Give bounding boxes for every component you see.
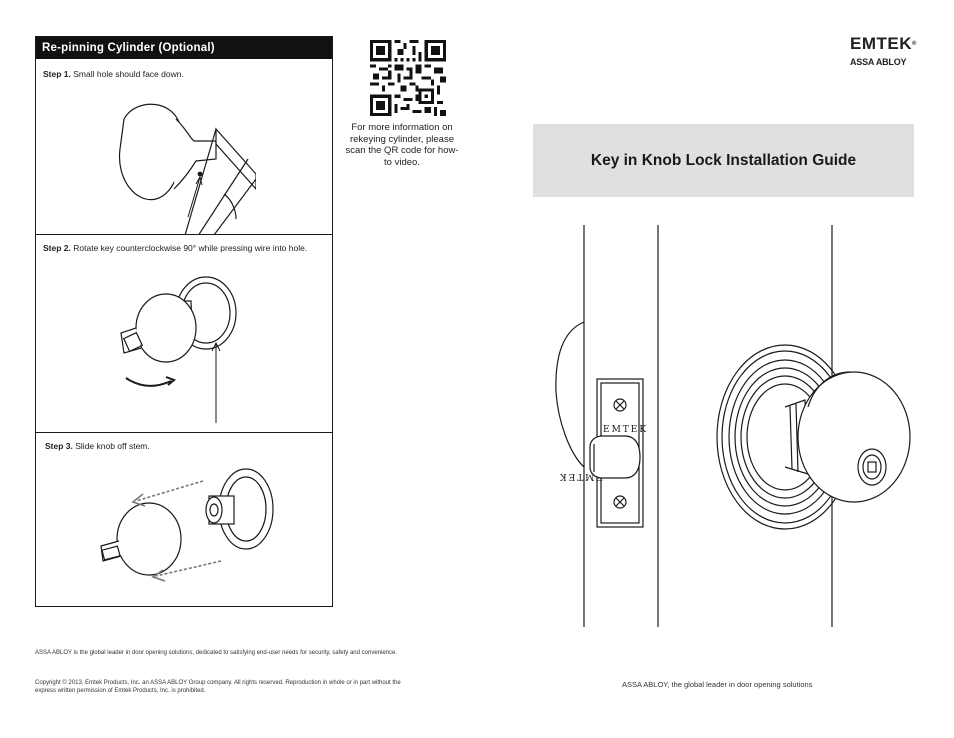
door-knob-illustration: EMTEK EMTEK [555,225,911,627]
step-3-section: Step 3. Slide knob off stem. [36,433,332,606]
panel-title: Re-pinning Cylinder (Optional) [36,37,332,59]
qr-code[interactable] [370,40,446,116]
step-1-label: Step 1. [43,69,71,79]
step-2-caption: Step 2. Rotate key counterclockwise 90° … [43,243,307,253]
step-1-section: Step 1. Small hole should face down. [36,59,332,235]
brand-parent: ASSA ABLOY [850,57,907,67]
step-3-caption: Step 3. Slide knob off stem. [45,441,150,451]
knob-removal-illustration [100,468,274,582]
footer-about-text: ASSA ABLOY is the global leader in door … [35,650,398,656]
step-3-label: Step 3. [45,441,73,451]
step-3-text: Slide knob off stem. [75,441,150,451]
latch-text-bottom: EMTEK [558,471,603,481]
knob-hole-illustration [118,103,256,234]
step-2-text: Rotate key counterclockwise 90° while pr… [73,243,308,253]
step-2-label: Step 2. [43,243,71,253]
title-band: Key in Knob Lock Installation Guide [533,124,914,197]
footer-tagline: ASSA ABLOY, the global leader in door op… [622,680,813,689]
page-title: Key in Knob Lock Installation Guide [590,151,857,169]
key-rotate-illustration [120,276,237,423]
footer-copyright: Copyright © 2013, Emtek Products, Inc. a… [35,680,401,694]
step-1-text: Small hole should face down. [73,69,184,79]
brand-name: EMTEK® [850,34,917,53]
emtek-logo: EMTEK® ASSA ABLOY [850,34,920,67]
repinning-panel: Re-pinning Cylinder (Optional) Step 1. S… [35,36,333,607]
step-2-section: Step 2. Rotate key counterclockwise 90° … [36,235,332,433]
latch-text-top: EMTEK [603,425,648,435]
qr-caption: For more information on rekeying cylinde… [345,122,459,168]
step-1-caption: Step 1. Small hole should face down. [43,69,184,79]
